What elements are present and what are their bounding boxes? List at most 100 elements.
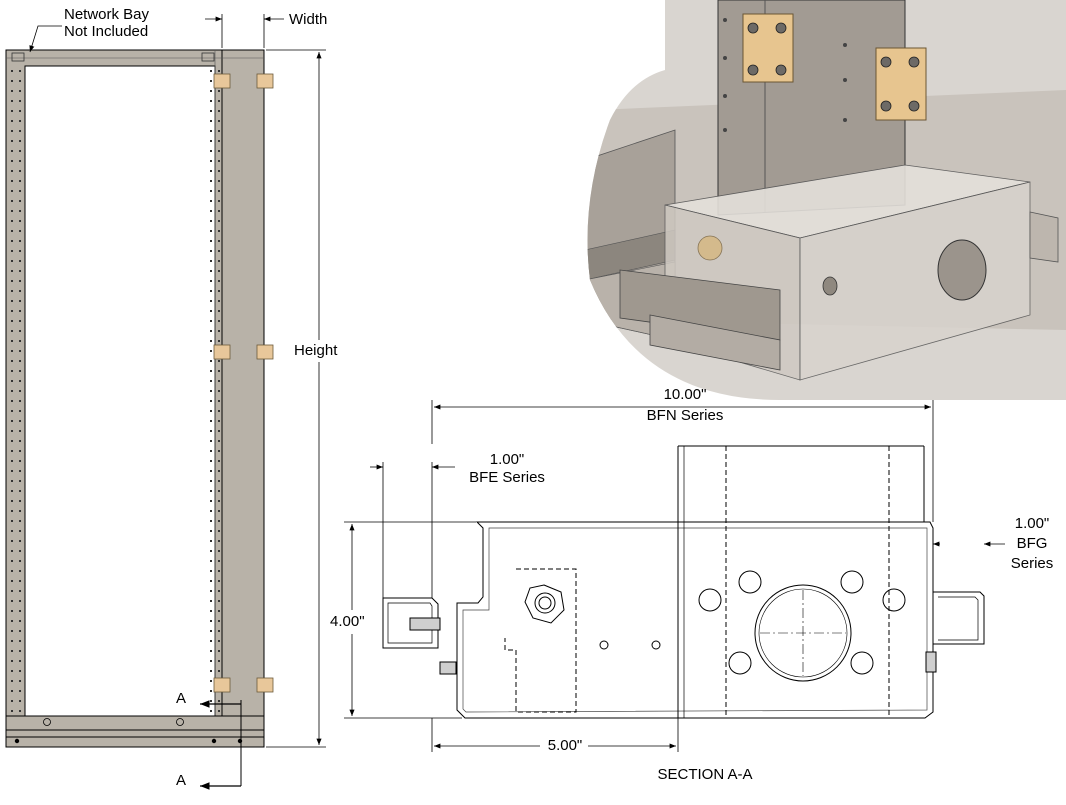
width-label: Width bbox=[289, 11, 328, 28]
rail-perforation bbox=[218, 610, 220, 612]
rail-perforation bbox=[210, 510, 212, 512]
rail-perforation bbox=[218, 190, 220, 192]
rail-perforation bbox=[19, 410, 21, 412]
joining-brackets bbox=[213, 73, 274, 693]
rail-perforation bbox=[218, 130, 220, 132]
rail-perforation bbox=[19, 560, 21, 562]
rail-perforation bbox=[210, 410, 212, 412]
rail-perforation bbox=[210, 390, 212, 392]
rail-perforation bbox=[210, 540, 212, 542]
rail-perforation bbox=[218, 250, 220, 252]
rail-perforation bbox=[11, 690, 13, 692]
rail-perforation bbox=[11, 470, 13, 472]
rail-perforation bbox=[210, 170, 212, 172]
bracket-top-right bbox=[256, 73, 274, 89]
rail-perforation bbox=[11, 190, 13, 192]
rail-perforation bbox=[210, 570, 212, 572]
rail-perforation bbox=[19, 540, 21, 542]
rail-perforation bbox=[19, 350, 21, 352]
rail-perforation bbox=[218, 170, 220, 172]
rail-perforation bbox=[19, 680, 21, 682]
rail-perforation bbox=[19, 640, 21, 642]
rail-perforation bbox=[11, 260, 13, 262]
rail-perforation bbox=[218, 330, 220, 332]
rail-perforation bbox=[218, 230, 220, 232]
bracket-top-left bbox=[213, 73, 231, 89]
rail-perforation bbox=[218, 240, 220, 242]
rail-perforation bbox=[218, 220, 220, 222]
rail-perforation bbox=[19, 160, 21, 162]
rail-perforation bbox=[11, 110, 13, 112]
rail-perforation bbox=[11, 150, 13, 152]
rail-perforation bbox=[19, 250, 21, 252]
rail-perforation bbox=[210, 460, 212, 462]
rail-perforation bbox=[19, 570, 21, 572]
rail-perforation bbox=[210, 130, 212, 132]
rail-perforation bbox=[19, 370, 21, 372]
rail-perforation bbox=[218, 210, 220, 212]
rail-perforation bbox=[19, 330, 21, 332]
rail-perforation bbox=[11, 90, 13, 92]
rail-perforation bbox=[210, 270, 212, 272]
half-dimension-label: 5.00" bbox=[547, 737, 583, 754]
rail-perforation bbox=[11, 80, 13, 82]
rail-perforation bbox=[19, 360, 21, 362]
rail-perforation bbox=[218, 400, 220, 402]
rail-perforation bbox=[19, 600, 21, 602]
rail-perforation bbox=[218, 270, 220, 272]
rail-perforation bbox=[11, 550, 13, 552]
rail-perforation bbox=[19, 220, 21, 222]
rail-perforation bbox=[210, 490, 212, 492]
rail-perforation bbox=[210, 520, 212, 522]
rail-perforation bbox=[19, 210, 21, 212]
rail-perforation bbox=[218, 590, 220, 592]
rail-perforation bbox=[11, 530, 13, 532]
rail-perforation bbox=[218, 310, 220, 312]
rail-perforation bbox=[11, 360, 13, 362]
rail-perforation bbox=[218, 480, 220, 482]
rail-perforation bbox=[218, 290, 220, 292]
right-series-label-line2: Series bbox=[1010, 555, 1054, 572]
height-label: Height bbox=[294, 342, 338, 359]
rail-perforation bbox=[218, 650, 220, 652]
rail-perforation bbox=[11, 480, 13, 482]
rail-perforation bbox=[218, 560, 220, 562]
rail-perforation bbox=[210, 610, 212, 612]
rail-perforation bbox=[11, 640, 13, 642]
rail-perforation bbox=[218, 100, 220, 102]
rail-perforation bbox=[210, 230, 212, 232]
left-series-label: BFE Series bbox=[469, 469, 545, 486]
rail-perforation bbox=[11, 400, 13, 402]
rail-perforation bbox=[210, 580, 212, 582]
rail-perforation bbox=[19, 170, 21, 172]
rail-perforation bbox=[11, 390, 13, 392]
rail-perforation bbox=[19, 550, 21, 552]
rail-perforation bbox=[218, 710, 220, 712]
bracket-mid-right bbox=[256, 344, 274, 360]
rail-perforation bbox=[218, 420, 220, 422]
rail-perforation bbox=[11, 330, 13, 332]
rail-perforation bbox=[11, 650, 13, 652]
rail-perforation bbox=[218, 150, 220, 152]
rail-perforation bbox=[19, 480, 21, 482]
rail-perforation bbox=[210, 190, 212, 192]
rail-perforation bbox=[19, 440, 21, 442]
rail-perforation bbox=[19, 80, 21, 82]
section-a-a bbox=[344, 400, 1005, 752]
rail-perforation bbox=[210, 290, 212, 292]
rail-perforation bbox=[210, 110, 212, 112]
rail-perforation bbox=[210, 360, 212, 362]
rail-perforation bbox=[218, 370, 220, 372]
center-knockout bbox=[754, 584, 852, 682]
section-marker-top: A bbox=[176, 690, 187, 707]
rail-perforation bbox=[19, 180, 21, 182]
bracket-mid-left bbox=[213, 344, 231, 360]
left-dimension-label: 1.00" bbox=[489, 451, 525, 468]
rail-perforation bbox=[218, 450, 220, 452]
rail-perforation bbox=[218, 550, 220, 552]
rail-perforation bbox=[218, 510, 220, 512]
overall-series-label: BFN Series bbox=[646, 407, 724, 424]
rail-perforation bbox=[19, 670, 21, 672]
screw-right bbox=[925, 651, 937, 673]
